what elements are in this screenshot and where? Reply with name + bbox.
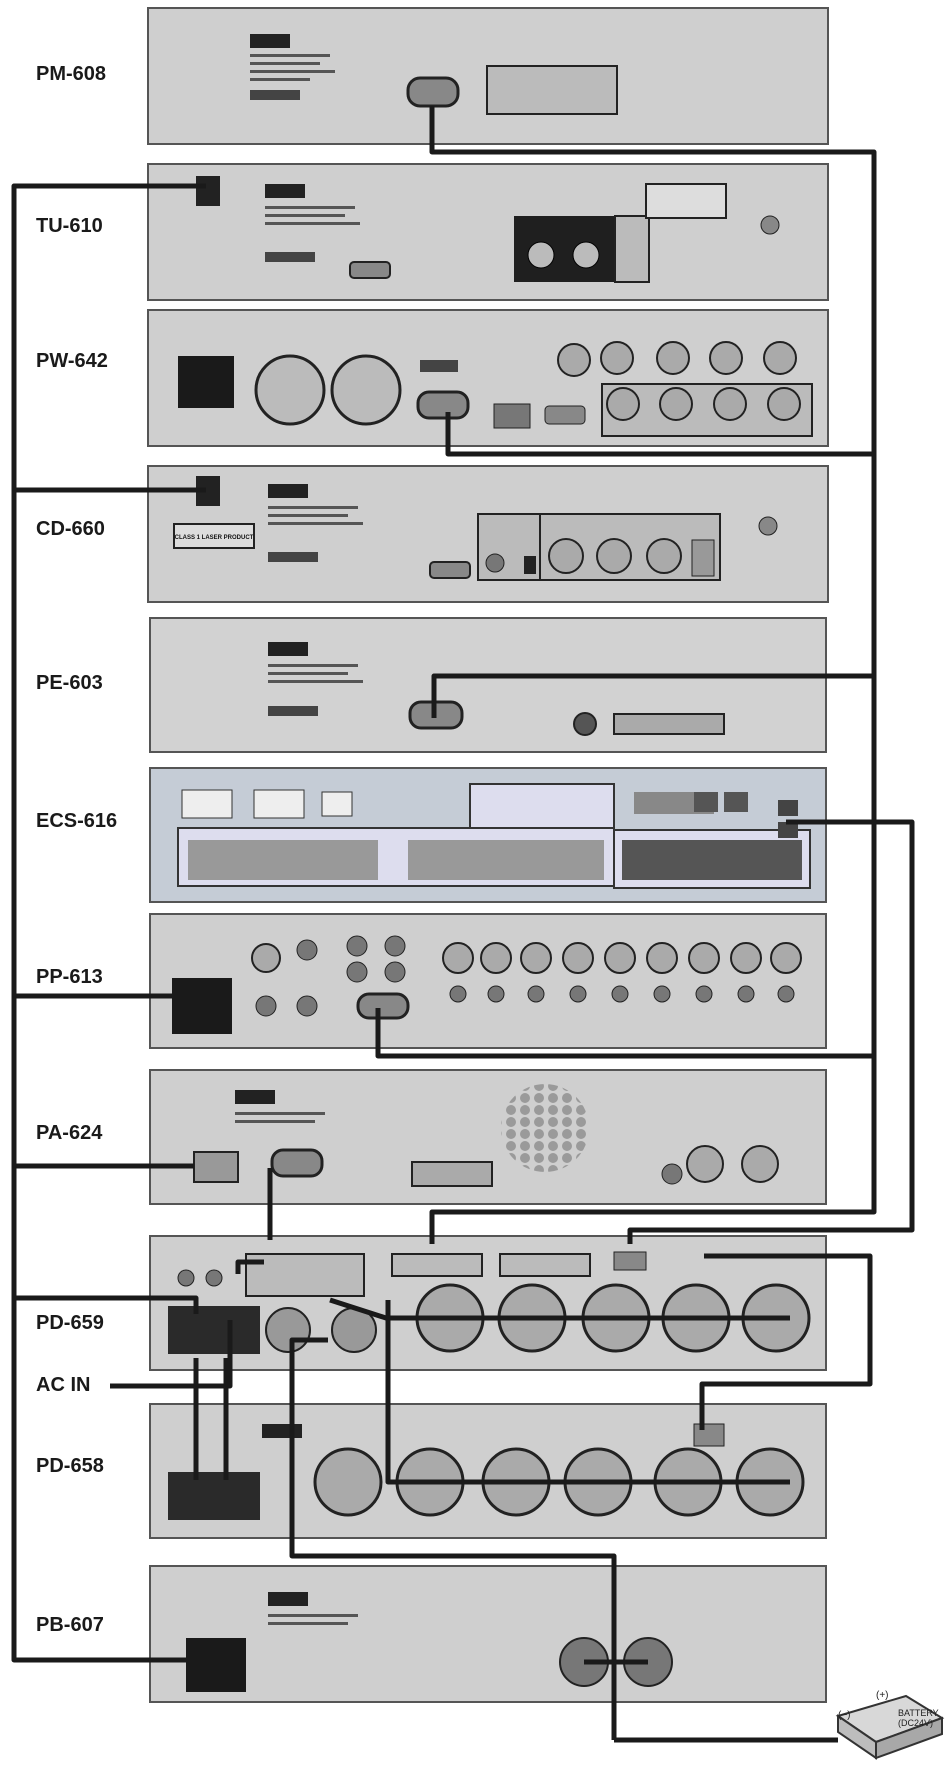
battery-minus-label: (−)	[838, 1710, 851, 1721]
unit-label-cd660: CD-660	[36, 518, 105, 540]
ac-in-label: AC IN	[36, 1374, 91, 1396]
unit-label-pa624: PA-624	[36, 1122, 103, 1144]
panel-tu610	[147, 163, 829, 301]
unit-label-pp613: PP-613	[36, 966, 103, 988]
battery: (+) (−) BATTERY (DC24V)	[835, 1690, 945, 1760]
panel-pp613	[149, 913, 827, 1049]
unit-label-tu610: TU-610	[36, 215, 103, 237]
panel-ecs616	[149, 767, 827, 903]
wiring	[11, 106, 915, 1743]
panel-pd658	[149, 1403, 827, 1539]
unit-label-pm608: PM-608	[36, 63, 107, 85]
cd-warning-label: CLASS 1 LASER PRODUCT	[175, 535, 254, 541]
battery-label: BATTERY	[898, 1708, 939, 1718]
panel-pe603	[149, 617, 827, 753]
unit-label-pe603: PE-603	[36, 672, 103, 694]
panel-pw642	[147, 309, 829, 447]
battery-plus-label: (+)	[876, 1690, 889, 1701]
panel-pb607	[149, 1565, 827, 1703]
panel-pm608	[147, 7, 829, 145]
panel-cd660: CLASS 1 LASER PRODUCT	[147, 465, 829, 603]
battery-voltage-label: (DC24V)	[898, 1718, 933, 1728]
unit-label-pd658: PD-658	[36, 1455, 104, 1477]
unit-label-pw642: PW-642	[36, 350, 108, 372]
unit-label-pb607: PB-607	[36, 1614, 104, 1636]
unit-label-pd659: PD-659	[36, 1312, 104, 1334]
panel-pa624	[149, 1069, 827, 1205]
unit-label-ecs616: ECS-616	[36, 810, 118, 832]
